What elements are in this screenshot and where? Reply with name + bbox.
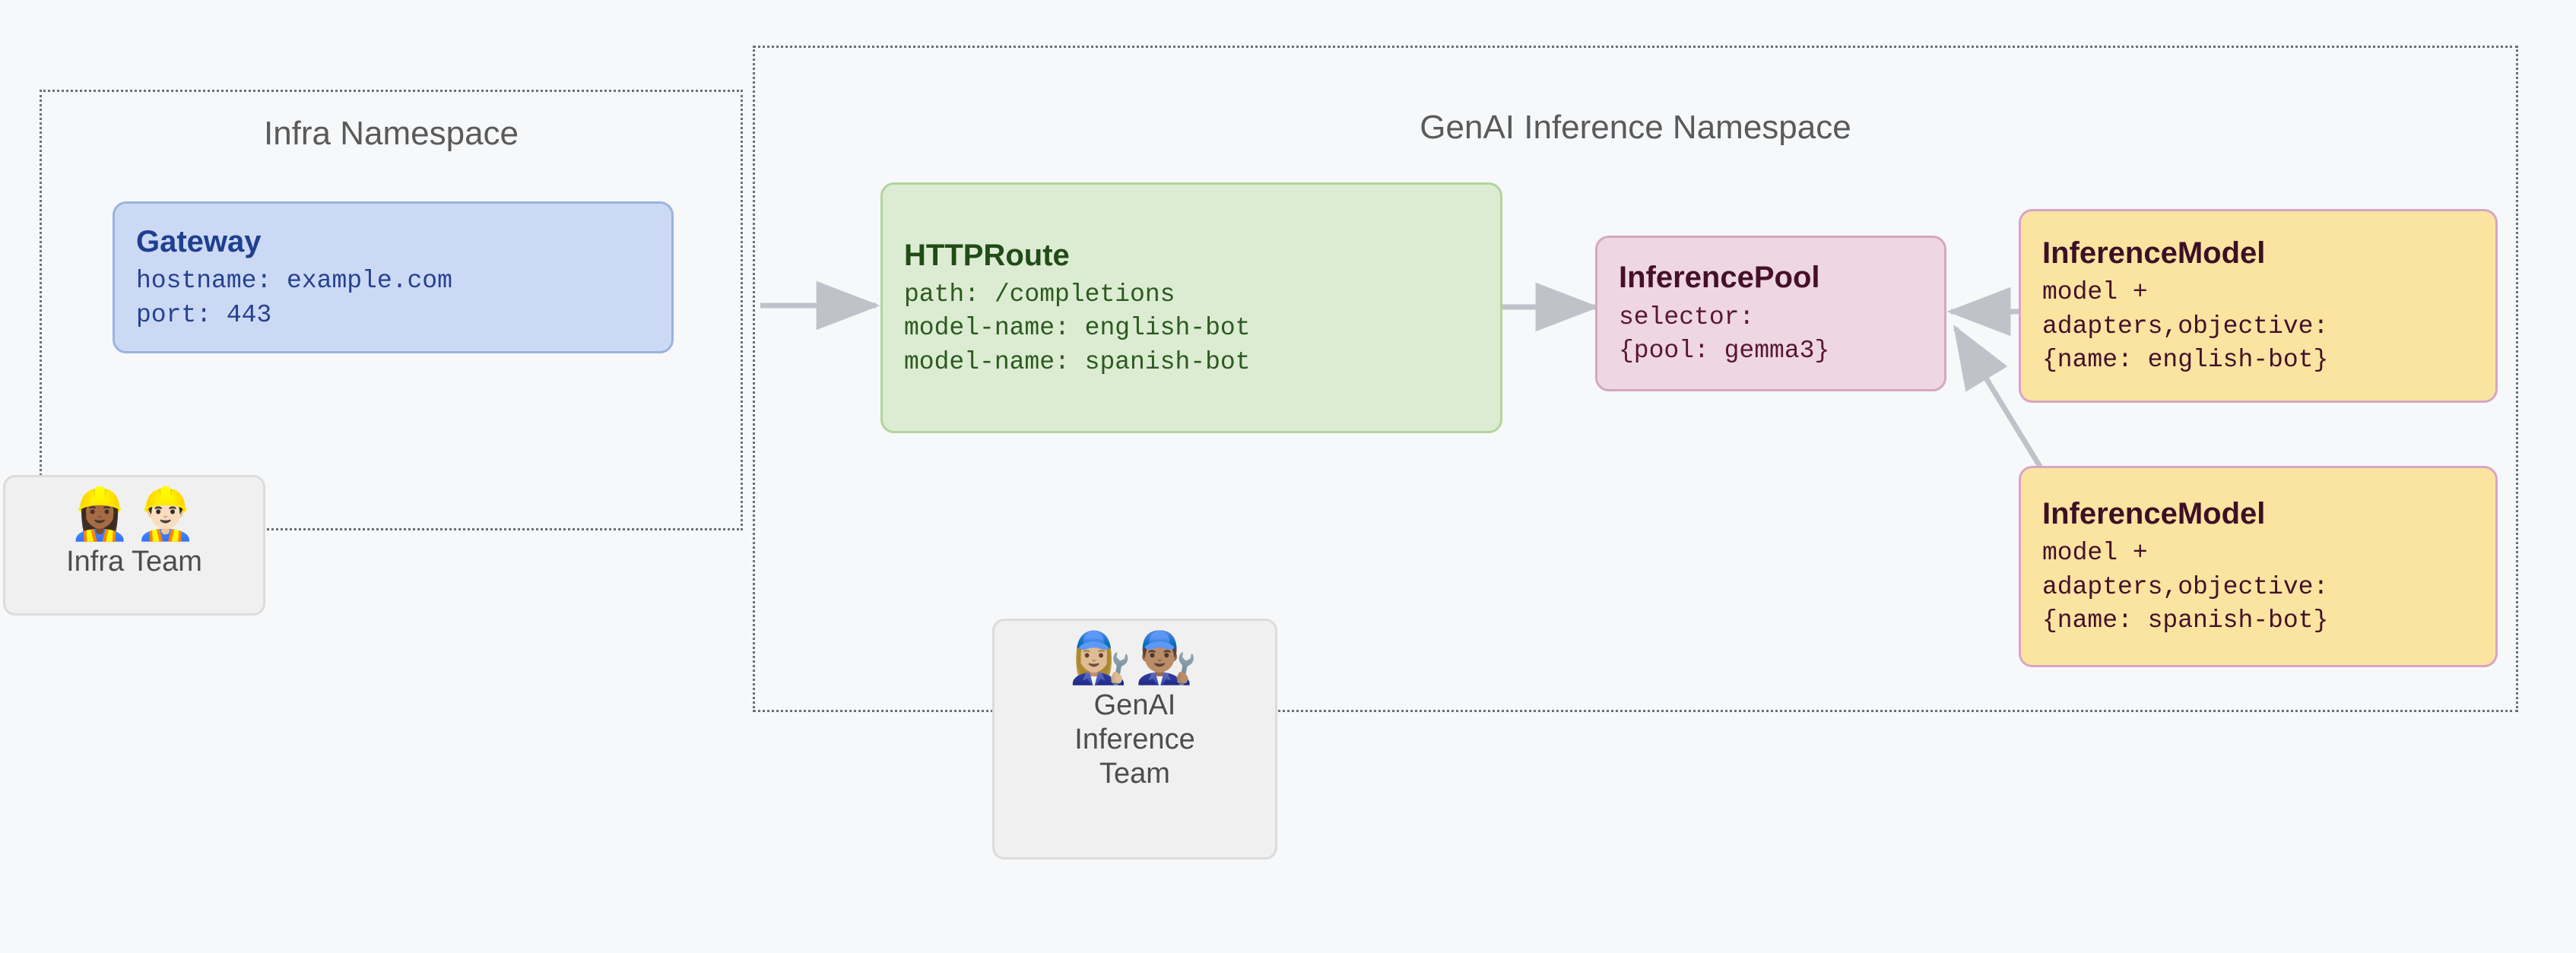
node-inferencepool[interactable]: InferencePool selector: {pool: gemma3} [1595,236,1946,391]
node-httproute-line-path: path: /completions [904,280,1175,309]
node-httproute[interactable]: HTTPRoute path: /completions model-name:… [880,182,1502,433]
namespace-infra: Infra Namespace [40,90,743,530]
node-inferencemodel-spanish-line-name: {name: spanish-bot} [2042,606,2329,635]
infra-team-emoji-icons: 👷🏾‍♀️👷🏻‍♂️ [68,485,200,543]
namespace-genai-title: GenAI Inference Namespace [1420,109,1851,146]
node-inferencemodel-english-title: InferenceModel [2042,236,2266,271]
namespace-genai: GenAI Inference Namespace [753,46,2518,712]
node-gateway-line-hostname: hostname: example.com [136,267,452,296]
node-inferencemodel-spanish-title: InferenceModel [2042,497,2266,531]
node-inferencemodel-english[interactable]: InferenceModel model + adapters,objectiv… [2019,209,2498,403]
namespace-infra-title: Infra Namespace [263,115,519,152]
node-inferencemodel-english-line-model: model + [2042,278,2148,307]
node-inferencemodel-spanish-line-model: model + [2042,539,2148,568]
team-badge-genai-label: GenAI Inference Team [1074,689,1195,790]
node-inferencepool-line-selector: selector: [1619,302,1755,331]
genai-team-emoji-icons: 👩🏼‍🔧👨🏽‍🔧 [1069,628,1201,687]
node-inferencemodel-spanish[interactable]: InferenceModel model + adapters,objectiv… [2019,466,2498,667]
team-badge-infra-label: Infra Team [66,546,202,578]
node-httproute-line-model-english: model-name: english-bot [904,314,1251,343]
node-gateway[interactable]: Gateway hostname: example.com port: 443 [113,201,674,353]
node-gateway-line-port: port: 443 [136,300,272,329]
node-gateway-title: Gateway [136,224,262,258]
team-badge-infra[interactable]: 👷🏾‍♀️👷🏻‍♂️ Infra Team [3,475,265,616]
node-inferencepool-line-selector-value: {pool: gemma3} [1619,337,1830,366]
node-httproute-line-model-spanish: model-name: spanish-bot [904,347,1251,376]
node-inferencepool-title: InferencePool [1619,261,1820,295]
node-httproute-title: HTTPRoute [904,238,1070,272]
node-inferencemodel-english-line-name: {name: english-bot} [2042,346,2329,375]
node-inferencemodel-spanish-line-adapters: adapters,objective: [2042,572,2329,601]
node-inferencemodel-english-line-adapters: adapters,objective: [2042,312,2329,340]
team-badge-genai[interactable]: 👩🏼‍🔧👨🏽‍🔧 GenAI Inference Team [992,619,1277,860]
